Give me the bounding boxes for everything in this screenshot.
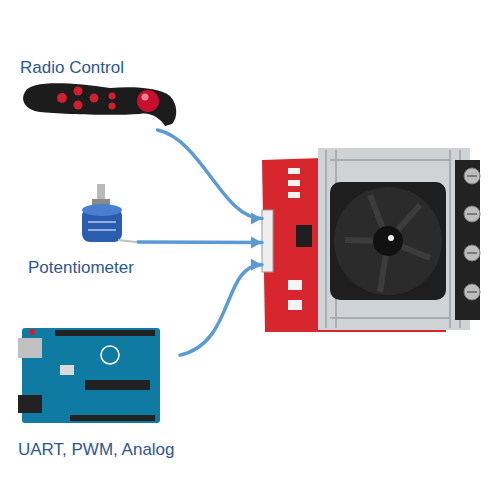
arrow-head (251, 212, 262, 224)
potentiometer-illustration (82, 184, 136, 242)
arrow-head (251, 236, 262, 248)
signal-arrow (180, 259, 262, 355)
connector-line (138, 240, 262, 244)
signal-arrow (138, 236, 262, 248)
node-label: Radio Control (20, 58, 180, 78)
arduino-node: UART, PWM, Analog (18, 322, 180, 460)
motor-controller-illustration (262, 148, 480, 332)
arrow-head (251, 259, 262, 271)
potentiometer-node: Potentiometer (28, 178, 138, 278)
signal-arrow (158, 130, 262, 224)
arduino-illustration (18, 328, 160, 423)
radio-control-node: Radio Control (20, 58, 180, 130)
connector-line (180, 265, 262, 355)
connector-line (158, 130, 262, 218)
motor-controller-node (262, 150, 482, 335)
node-label: Potentiometer (28, 258, 138, 278)
node-label: UART, PWM, Analog (18, 440, 180, 460)
gamepad-illustration (23, 83, 176, 126)
